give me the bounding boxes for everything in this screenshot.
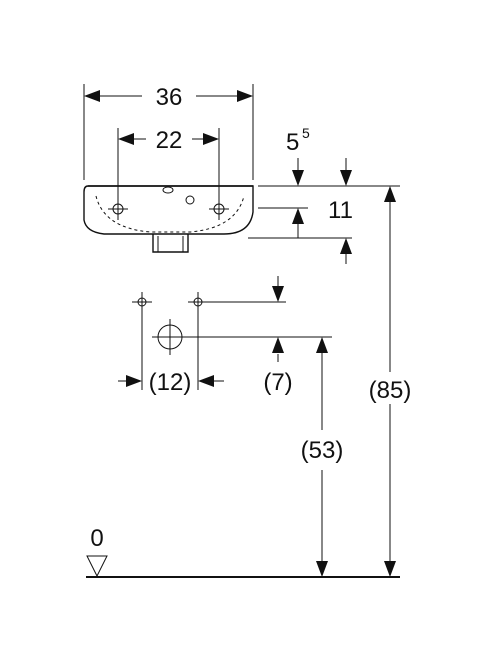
dimension-rim-height [384,186,396,577]
dimension-supply-spacing [118,308,224,390]
dimension-basin-depth [248,207,352,264]
drain-point [152,319,188,355]
label-tap-spacing: 22 [156,127,183,154]
floor-level-marker [86,555,108,578]
label-rim-offset: 5 [286,129,299,156]
label-rim-height: (85) [369,377,412,404]
label-drain-height: (53) [301,437,344,464]
label-rim-offset-superscript: 5 [302,125,310,141]
basin-outline [83,185,254,253]
dimension-rim-offset [258,158,400,187]
label-supply-offset: (7) [263,369,292,396]
label-floor-level: 0 [90,525,103,552]
dimension-tap-spacing [117,128,220,180]
label-basin-width: 36 [156,84,183,111]
dimension-basin-width [83,84,254,180]
tap-hole-left [108,180,128,220]
dimension-drain-height [316,337,328,577]
dimension-supply-offset [186,276,332,362]
tap-hole-right [209,180,229,220]
label-basin-depth: 11 [328,197,353,224]
label-supply-spacing: (12) [149,369,192,396]
